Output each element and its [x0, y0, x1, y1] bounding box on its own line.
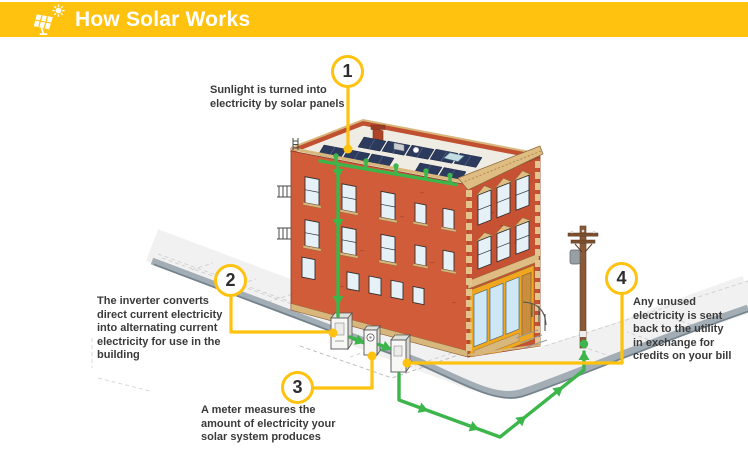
callout-text-4: Any unused electricity is sent back to t…: [633, 296, 732, 362]
header-bar: How Solar Works: [0, 2, 748, 37]
roof: [289, 118, 542, 187]
inverter-box: [330, 311, 353, 351]
callout-2-line: [229, 295, 331, 334]
callout-number-3: 3: [281, 371, 314, 404]
callout-number-2: 2: [214, 264, 247, 297]
cornice: [457, 145, 544, 191]
roof-vent: [393, 142, 405, 152]
pole-transformer: [569, 249, 581, 265]
callout-text-1: Sunlight is turned into electricity by s…: [210, 84, 345, 110]
building: [277, 118, 548, 358]
callout-text-2: The inverter converts direct current ele…: [97, 295, 223, 361]
roof-fan-vent: [412, 146, 420, 154]
fire-escape: [277, 138, 299, 240]
right-facade: [457, 145, 548, 358]
utility-pole: [567, 225, 599, 349]
stoop-steps: [515, 301, 548, 349]
energy-flow-nodes: [333, 153, 589, 349]
callout-number-1: 1: [331, 55, 364, 88]
callout-number-4: 4: [605, 262, 638, 295]
callout-text-3: A meter measures the amount of electrici…: [201, 404, 336, 443]
roof-skylight: [443, 152, 465, 162]
callout-4-line: [410, 293, 624, 365]
solar-panel-sun-icon: [33, 3, 65, 35]
street-curb: [150, 257, 748, 399]
left-facade-windows: [301, 176, 457, 306]
equipment-zone-dashed-line: [299, 345, 485, 379]
production-meter-box: [363, 324, 381, 357]
callout-connection-dots: [328, 144, 412, 368]
street-marking-dashes: [91, 338, 151, 392]
rooftop-collector-line: [318, 159, 458, 187]
callout-3-line: [312, 358, 374, 390]
callout-connector-lines: [229, 87, 624, 390]
page-title: How Solar Works: [75, 7, 251, 31]
